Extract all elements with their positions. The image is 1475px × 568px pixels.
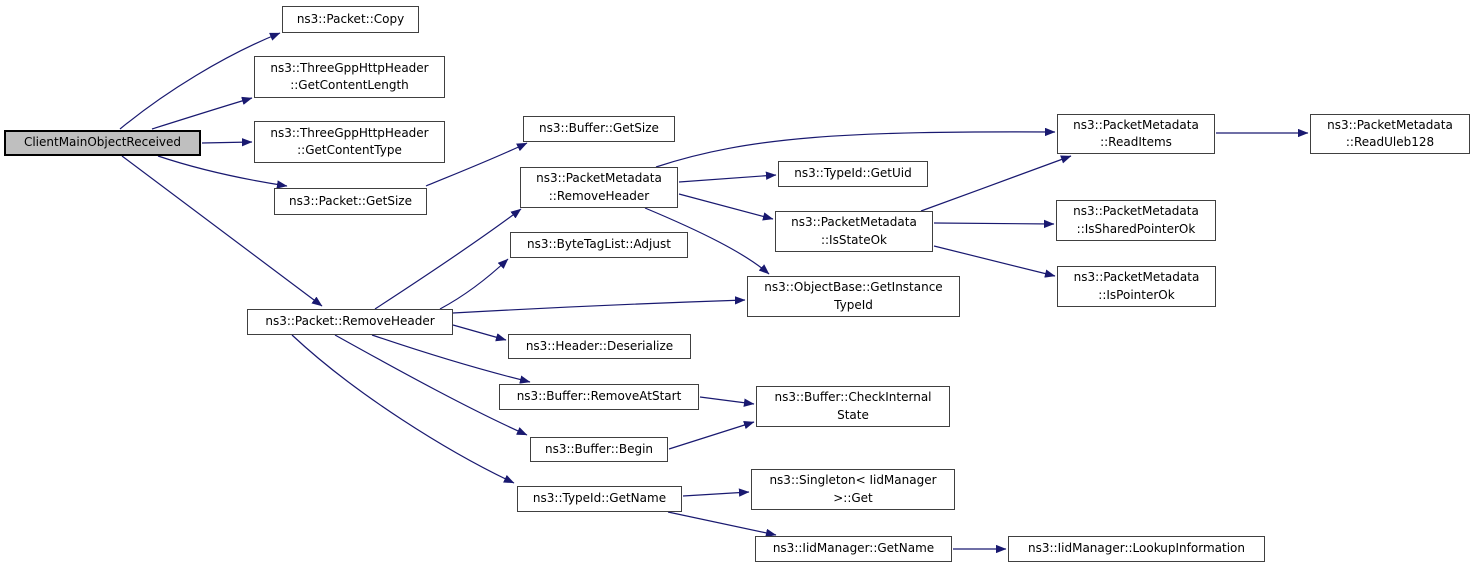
node-label: ns3::Header::Deserialize <box>525 338 674 353</box>
node-label: ns3::ThreeGppHttpHeader <box>270 60 429 75</box>
node-client-main-object-received[interactable]: ClientMainObjectReceived <box>4 130 201 156</box>
edge-packet-get-size-to-buffer-get-size <box>425 142 528 187</box>
edge-packet-remove-header-to-header-deserialize <box>452 324 507 342</box>
edge-packet-remove-header-to-byte-tag-list-adjust <box>439 258 509 310</box>
node-three-gpp-http-header-get-content-type[interactable]: ns3::ThreeGppHttpHeader::GetContentType <box>254 121 445 163</box>
node-label: ns3::ObjectBase::GetInstance <box>764 280 943 295</box>
node-label: >::Get <box>833 490 873 505</box>
node-typeid-get-uid[interactable]: ns3::TypeId::GetUid <box>778 161 928 187</box>
edge-client-main-object-received-to-three-gpp-http-header-get-content-type <box>201 138 253 147</box>
node-label: ::IsPointerOk <box>1098 287 1175 302</box>
node-label: ns3::TypeId::GetName <box>532 491 667 506</box>
node-label: ClientMainObjectReceived <box>23 135 182 150</box>
edge-client-main-object-received-to-packet-get-size <box>157 155 288 189</box>
node-label: ns3::Buffer::RemoveAtStart <box>516 389 682 404</box>
node-packet-metadata-is-state-ok[interactable]: ns3::PacketMetadata::IsStateOk <box>775 211 933 252</box>
edge-packet-metadata-remove-header-to-typeid-get-uid <box>678 171 777 183</box>
edge-packet-metadata-remove-header-to-packet-metadata-read-items <box>655 127 1056 168</box>
edge-typeid-get-name-to-iid-manager-get-name <box>667 511 777 538</box>
node-packet-metadata-is-pointer-ok[interactable]: ns3::PacketMetadata::IsPointerOk <box>1057 266 1216 307</box>
edge-client-main-object-received-to-packet-copy <box>119 32 281 130</box>
edge-client-main-object-received-to-three-gpp-http-header-get-content-length <box>151 96 253 130</box>
node-label: ::ReadItems <box>1100 135 1172 149</box>
node-label: ns3::Packet::GetSize <box>289 193 412 208</box>
node-label: ns3::TypeId::GetUid <box>794 166 912 181</box>
edge-packet-metadata-is-state-ok-to-packet-metadata-is-pointer-ok <box>933 245 1056 278</box>
node-typeid-get-name[interactable]: ns3::TypeId::GetName <box>517 486 682 512</box>
node-label: ::GetContentLength <box>290 78 409 92</box>
node-three-gpp-http-header-get-content-length[interactable]: ns3::ThreeGppHttpHeader::GetContentLengt… <box>254 56 445 98</box>
edge-packet-remove-header-to-object-base-get-instance-type-id <box>452 296 746 314</box>
node-packet-metadata-remove-header[interactable]: ns3::PacketMetadata::RemoveHeader <box>520 167 678 208</box>
edge-packet-metadata-remove-header-to-object-base-get-instance-type-id <box>644 207 770 275</box>
node-packet-metadata-read-items[interactable]: ns3::PacketMetadata::ReadItems <box>1057 114 1215 154</box>
node-label: ::GetContentType <box>297 143 402 157</box>
node-label: ns3::PacketMetadata <box>1073 270 1200 285</box>
node-label: ns3::Packet::Copy <box>296 11 405 26</box>
edge-buffer-begin-to-buffer-check-internal-state <box>668 421 755 450</box>
node-label: State <box>837 407 869 422</box>
node-label: ::IsStateOk <box>820 232 888 247</box>
node-label: ns3::ByteTagList::Adjust <box>527 237 671 252</box>
node-label: ns3::PacketMetadata <box>791 215 917 230</box>
node-label: ns3::PacketMetadata <box>1073 117 1199 132</box>
node-packet-copy[interactable]: ns3::Packet::Copy <box>282 6 419 33</box>
node-label: ns3::PacketMetadata <box>1073 204 1199 219</box>
edge-packet-metadata-remove-header-to-packet-metadata-is-state-ok <box>678 193 774 221</box>
node-buffer-remove-at-start[interactable]: ns3::Buffer::RemoveAtStart <box>499 384 699 410</box>
node-iid-manager-get-name[interactable]: ns3::IidManager::GetName <box>755 536 952 562</box>
edge-packet-remove-header-to-buffer-remove-at-start <box>371 334 531 384</box>
edge-typeid-get-name-to-singleton-iid-manager-get <box>682 488 750 497</box>
edge-packet-remove-header-to-typeid-get-name <box>291 334 515 484</box>
node-label: ns3::IidManager::GetName <box>772 541 935 556</box>
edge-packet-remove-header-to-buffer-begin <box>334 334 528 436</box>
node-packet-get-size[interactable]: ns3::Packet::GetSize <box>274 188 427 215</box>
node-iid-manager-lookup-information[interactable]: ns3::IidManager::LookupInformation <box>1008 536 1265 562</box>
node-buffer-get-size[interactable]: ns3::Buffer::GetSize <box>523 116 675 142</box>
node-label: ns3::PacketMetadata <box>1327 117 1453 132</box>
node-label: ns3::PacketMetadata <box>536 171 662 186</box>
node-byte-tag-list-adjust[interactable]: ns3::ByteTagList::Adjust <box>510 232 688 258</box>
node-buffer-begin[interactable]: ns3::Buffer::Begin <box>530 437 668 462</box>
edge-client-main-object-received-to-packet-remove-header <box>121 155 323 307</box>
node-label: ns3::Buffer::GetSize <box>539 121 659 136</box>
edge-packet-remove-header-to-packet-metadata-remove-header <box>374 208 522 310</box>
node-singleton-iid-manager-get[interactable]: ns3::Singleton< IidManager>::Get <box>751 469 955 510</box>
node-packet-metadata-read-uleb128[interactable]: ns3::PacketMetadata::ReadUleb128 <box>1310 114 1470 154</box>
edge-packet-metadata-is-state-ok-to-packet-metadata-read-items <box>920 155 1072 212</box>
node-label: ns3::Buffer::Begin <box>544 441 654 456</box>
node-label: ns3::IidManager::LookupInformation <box>1028 541 1245 556</box>
node-label: TypeId <box>834 297 873 312</box>
node-packet-metadata-is-shared-pointer-ok[interactable]: ns3::PacketMetadata::IsSharedPointerOk <box>1056 200 1216 241</box>
node-packet-remove-header[interactable]: ns3::Packet::RemoveHeader <box>247 309 453 335</box>
edge-buffer-remove-at-start-to-buffer-check-internal-state <box>699 396 755 407</box>
node-label: ns3::Singleton< IidManager <box>769 473 937 488</box>
node-label: ns3::Buffer::CheckInternal <box>774 390 932 405</box>
node-label: ::RemoveHeader <box>548 188 650 203</box>
node-label: ns3::Packet::RemoveHeader <box>265 314 435 329</box>
node-label: ::IsSharedPointerOk <box>1076 221 1196 236</box>
node-label: ::ReadUleb128 <box>1345 135 1435 149</box>
node-header-deserialize[interactable]: ns3::Header::Deserialize <box>508 334 691 359</box>
edge-packet-metadata-is-state-ok-to-packet-metadata-is-shared-pointer-ok <box>933 219 1055 229</box>
node-label: ns3::ThreeGppHttpHeader <box>270 125 429 140</box>
